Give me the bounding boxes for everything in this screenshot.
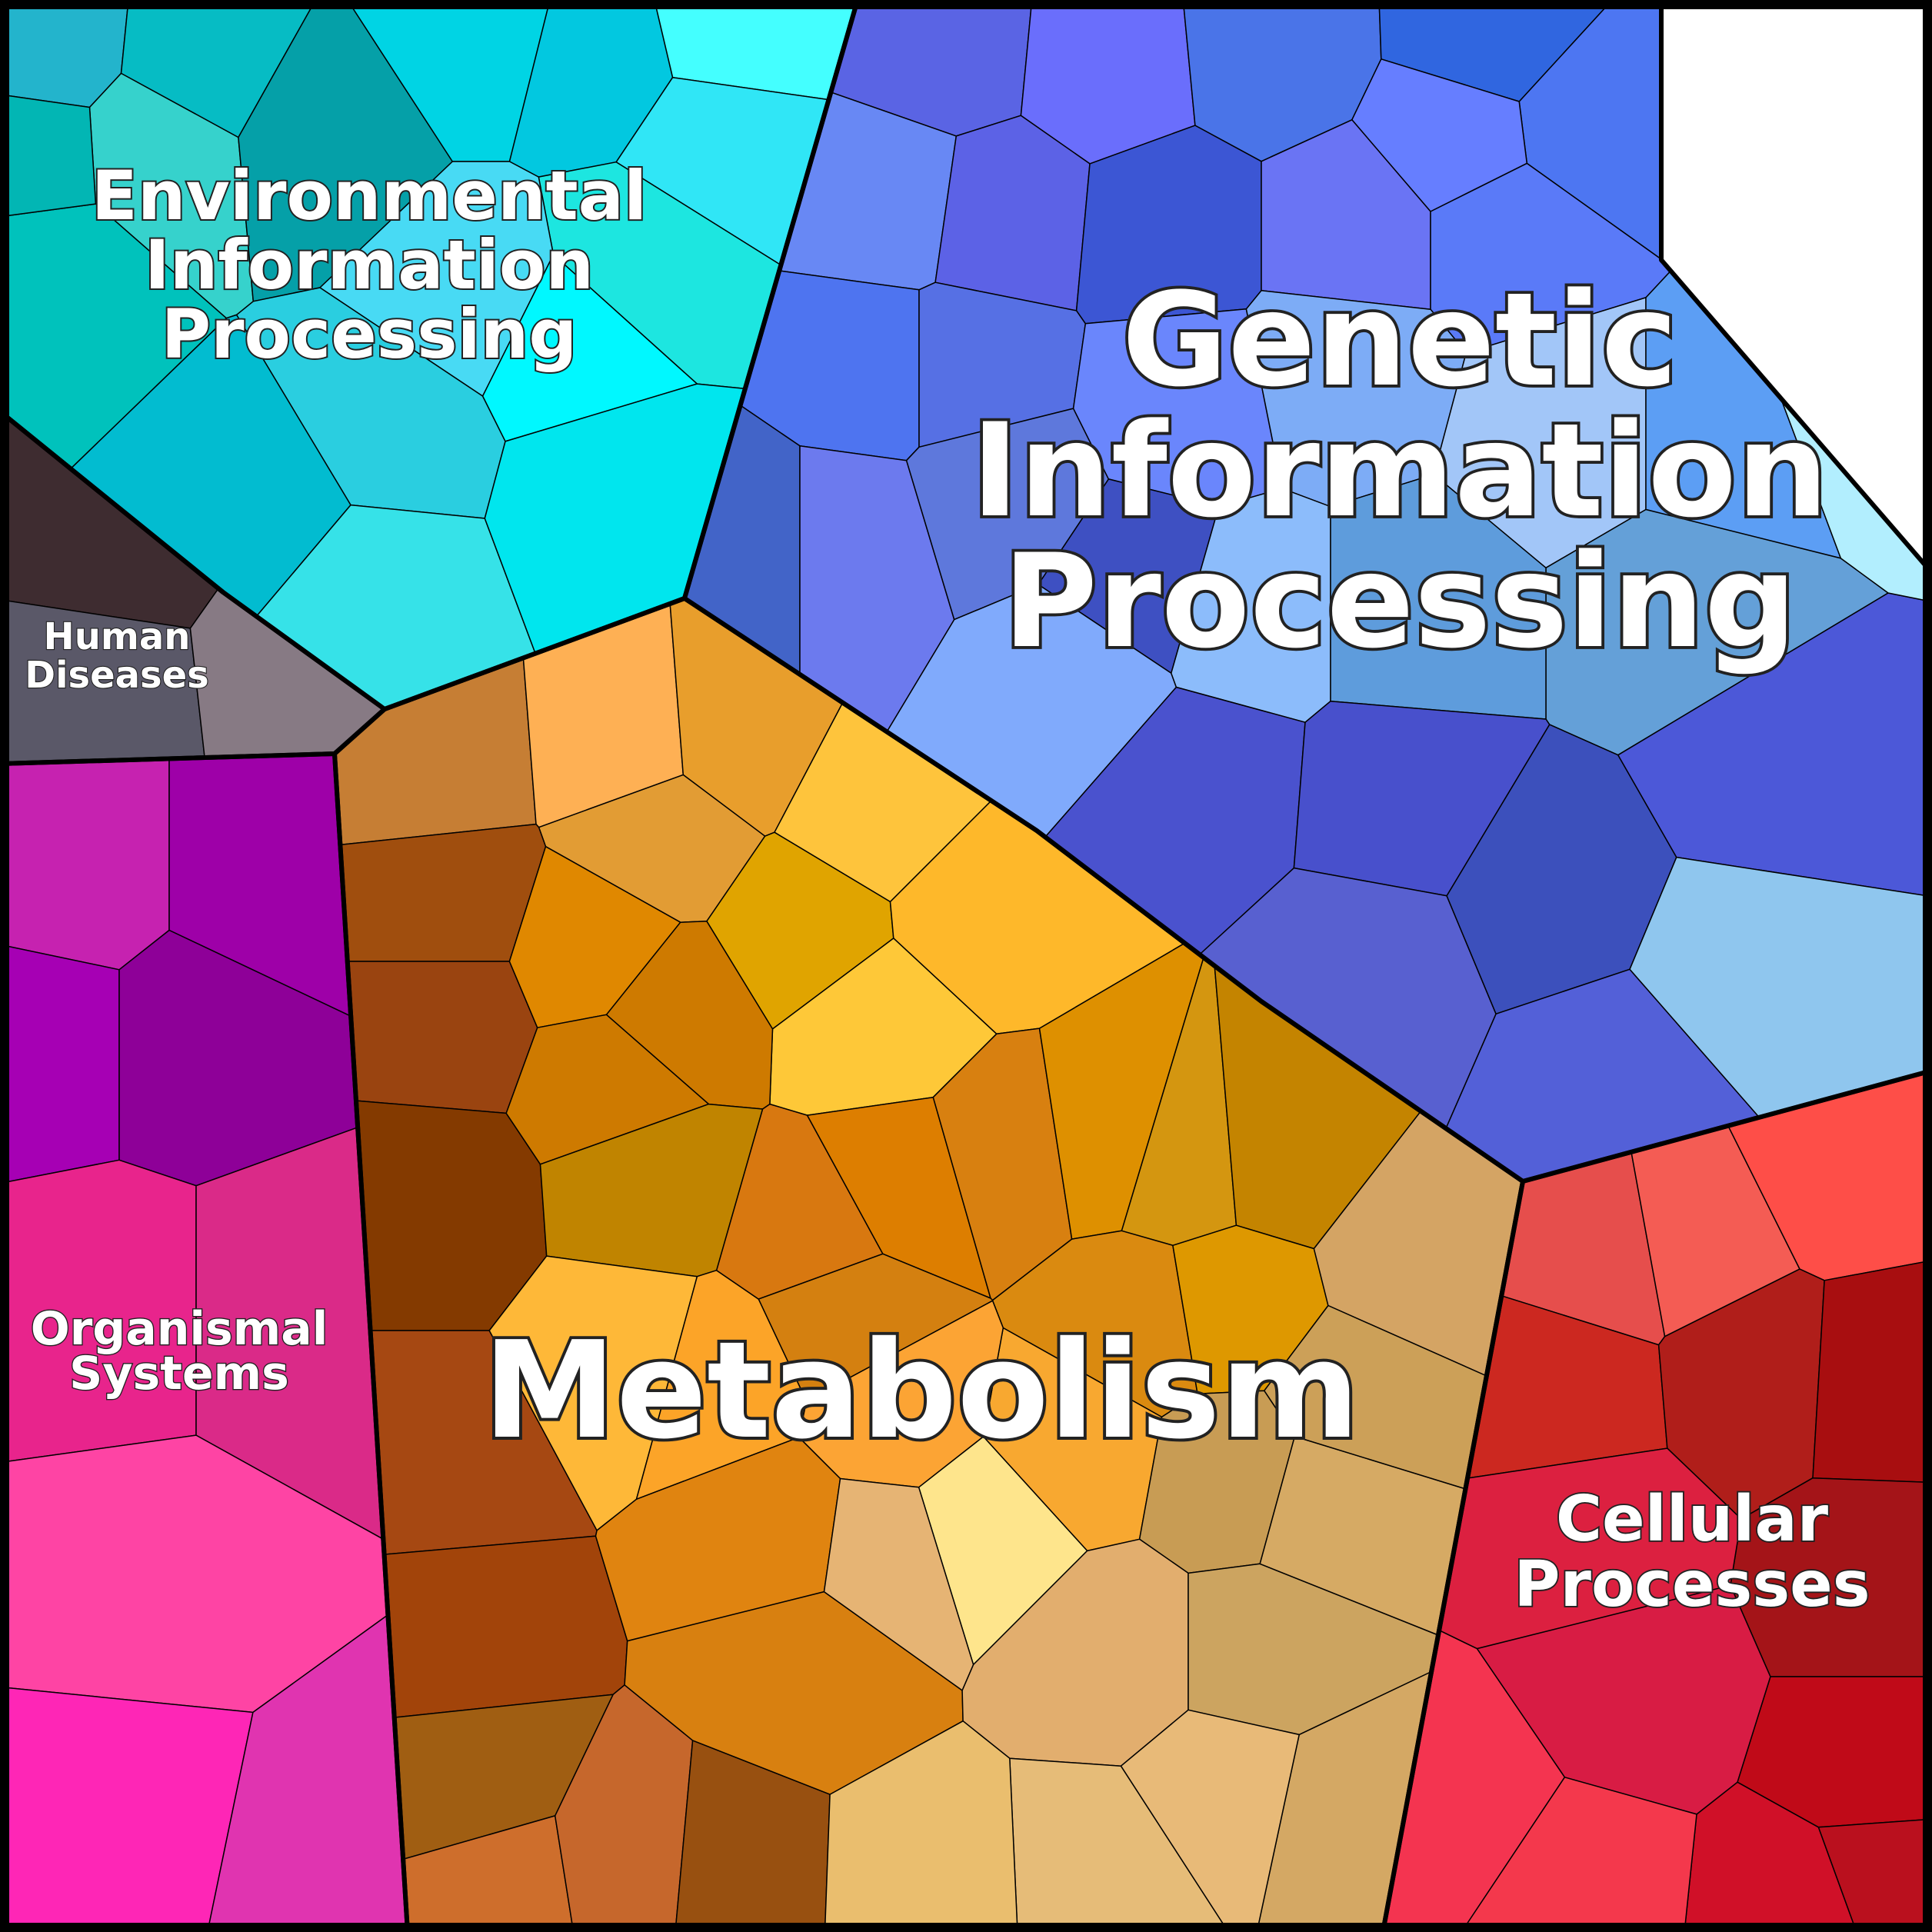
cell-env-16	[0, 94, 97, 218]
region-org-border	[0, 751, 410, 1932]
label-org-line-0: Organismal	[31, 1302, 328, 1356]
cell-org-2	[0, 944, 120, 1184]
label-env-line-1: Information	[145, 225, 594, 305]
label-env-line-0: Environmental	[92, 156, 647, 235]
cell-met-12	[383, 1535, 628, 1718]
cell-gen-31	[1629, 856, 1932, 1118]
label-gen-line-2: Processing	[1003, 526, 1797, 677]
cell-met-9	[346, 961, 538, 1114]
label-env-line-2: Processing	[162, 295, 578, 374]
label-org-line-1: Systems	[69, 1347, 289, 1401]
cell-met-8	[339, 823, 547, 962]
region-cel-border	[1381, 1068, 1932, 1932]
cell-met-44	[824, 1720, 1018, 1932]
cell-met-45	[1120, 1709, 1300, 1932]
label-gen-line-0: Genetic	[1122, 265, 1678, 415]
label-met-line-0: Metabolism	[483, 1313, 1360, 1469]
label-cel-line-0: Cellular	[1556, 1483, 1829, 1556]
label-hum-line-0: Human	[44, 615, 191, 658]
cell-cel-9	[1817, 1818, 1932, 1932]
cell-met-37	[823, 1477, 974, 1691]
label-hum-line-1: Diseases	[25, 654, 209, 697]
cell-met-19	[505, 1014, 710, 1165]
region-met-border	[332, 596, 1525, 1932]
label-gen-line-1: Information	[971, 395, 1829, 546]
cell-org-0	[0, 758, 170, 971]
cell-cel-5	[1812, 1260, 1932, 1484]
cell-cel-13	[1461, 1777, 1697, 1932]
label-cel-line-1: Processes	[1514, 1548, 1870, 1621]
